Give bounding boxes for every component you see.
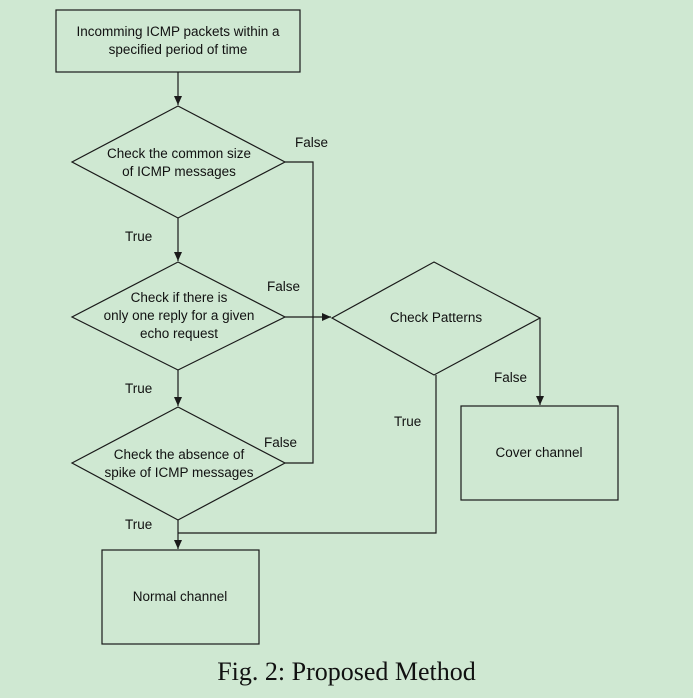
start-node-line-2: specified period of time <box>109 42 248 57</box>
start-node: Incomming ICMP packets within a specifie… <box>55 9 301 73</box>
check-spike-line-2: spike of ICMP messages <box>104 465 253 480</box>
check-reply-decision: Check if there is only one reply for a g… <box>70 261 287 371</box>
check-reply-line-3: echo request <box>140 326 218 341</box>
false-label-size: False <box>295 135 328 150</box>
true-label-patterns: True <box>394 414 421 429</box>
cover-channel-label: Cover channel <box>495 445 582 460</box>
check-size-line-2: of ICMP messages <box>122 164 236 179</box>
check-patterns-decision: Check Patterns <box>330 261 542 376</box>
true-label-reply: True <box>125 381 152 396</box>
true-label-size: True <box>125 229 152 244</box>
check-patterns-label: Check Patterns <box>390 310 483 325</box>
edge-false-bus <box>285 161 314 464</box>
check-spike-decision: Check the absence of spike of ICMP messa… <box>70 406 287 521</box>
cover-channel-node: Cover channel <box>460 405 619 501</box>
true-label-spike: True <box>125 517 152 532</box>
check-reply-line-1: Check if there is <box>131 290 228 305</box>
figure-caption: Fig. 2: Proposed Method <box>217 657 476 686</box>
start-node-line-1: Incomming ICMP packets within a <box>76 24 280 39</box>
false-label-spike: False <box>264 435 297 450</box>
false-label-patterns: False <box>494 370 527 385</box>
check-reply-line-2: only one reply for a given <box>104 308 255 323</box>
edge-patterns-true <box>178 375 437 534</box>
normal-channel-label: Normal channel <box>133 589 228 604</box>
check-size-line-1: Check the common size <box>107 146 251 161</box>
normal-channel-node: Normal channel <box>101 549 260 645</box>
check-spike-line-1: Check the absence of <box>114 447 245 462</box>
check-size-decision: Check the common size of ICMP messages <box>70 105 287 219</box>
false-label-reply: False <box>267 279 300 294</box>
